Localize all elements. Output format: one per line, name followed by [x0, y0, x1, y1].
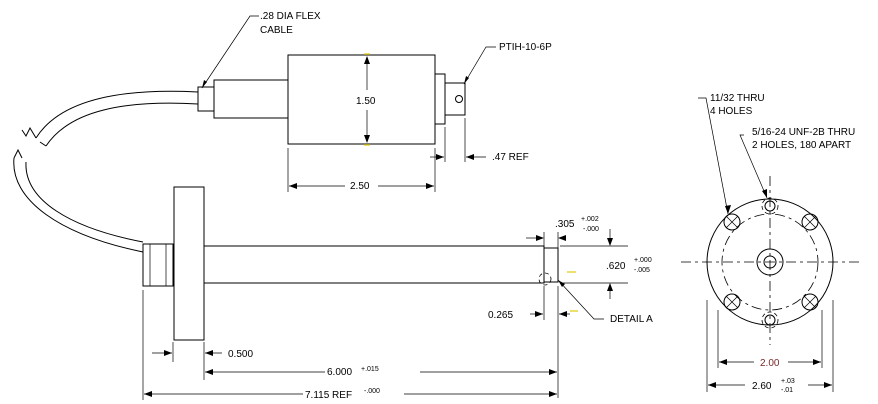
thru-hole: [723, 293, 741, 311]
housing-neck: [213, 79, 289, 119]
dim-305: .305 +.002 -.000: [526, 216, 599, 248]
tol-305-minus: -.000: [583, 226, 599, 233]
connector-label: PTIH-10-6P: [499, 42, 552, 53]
holes-callout-2: 5/16-24 UNF-2B THRU 2 HOLES, 180 APART: [739, 127, 855, 199]
flex-cable: [13, 90, 199, 253]
dim-260-label: 2.60: [752, 381, 772, 392]
dim-200: 2.00: [717, 310, 823, 369]
housing-assembly: [197, 53, 466, 146]
tol-260-plus: +.03: [781, 378, 795, 385]
tol-620-plus: +.000: [634, 257, 652, 264]
dim-2-50: 2.50: [287, 148, 436, 192]
cable-callout: .28 DIA FLEX CABLE: [201, 11, 321, 89]
holes-callout-1: 11/32 THRU 4 HOLES: [698, 93, 765, 215]
probe-flange: [173, 186, 205, 341]
dim-500-label: 0.500: [228, 349, 253, 360]
holes2b-label: 2 HOLES, 180 APART: [752, 140, 851, 151]
tol-305-plus: +.002: [581, 216, 599, 223]
dim-620-label: .620: [606, 261, 626, 272]
holes1-label: 11/32 THRU: [710, 93, 765, 104]
dim-7115: 7.115 REF -.000: [142, 290, 557, 401]
thru-hole: [723, 213, 741, 231]
dim-305-label: .305: [555, 219, 575, 230]
probe-assembly: [142, 186, 578, 341]
housing-body: [287, 54, 436, 145]
detail-a-callout: DETAIL A: [557, 279, 653, 325]
strain-relief: [197, 86, 215, 112]
tol-7115: -.000: [364, 388, 380, 395]
threaded-hole: [761, 197, 779, 215]
dim-1-50: 1.50: [356, 56, 376, 143]
dim-height-label: 1.50: [356, 96, 376, 107]
probe-fitting: [142, 243, 174, 287]
connector-flange: [434, 73, 446, 125]
cable-label-2: CABLE: [260, 25, 293, 36]
cable-label: .28 DIA FLEX: [260, 11, 321, 22]
center-bore-inner: [763, 255, 777, 269]
holes2-label: 5/16-24 UNF-2B THRU: [752, 127, 855, 138]
probe-tip: [543, 247, 559, 283]
flange-end-view: [681, 176, 860, 345]
dim-6000-label: 6.000: [327, 367, 352, 378]
thru-hole: [801, 213, 819, 231]
dim-265-label: 0.265: [488, 310, 513, 321]
thru-hole: [801, 293, 819, 311]
connector-callout: PTIH-10-6P: [463, 42, 552, 85]
tol-620-minus: -.005: [634, 267, 650, 274]
dim-ref-label: .47 REF: [492, 152, 529, 163]
connector-pin: [455, 95, 463, 103]
detail-label: DETAIL A: [610, 314, 653, 325]
dim-200-label: 2.00: [760, 358, 780, 369]
center-bore: [756, 248, 784, 276]
dim-7115-label: 7.115 REF: [305, 390, 352, 401]
tol-260-minus: -.01: [781, 387, 793, 394]
threaded-hole: [761, 311, 779, 329]
dim-500: 0.500: [152, 342, 253, 380]
dim-047: .47 REF: [430, 118, 529, 163]
dim-6000: 6.000 +.015: [205, 366, 557, 378]
detail-a-circle: [538, 272, 552, 286]
dim-265: 0.265: [488, 286, 570, 398]
probe-shaft: [203, 245, 545, 284]
dim-length-label: 2.50: [350, 181, 370, 192]
tol-6000: +.015: [361, 366, 379, 373]
holes1b-label: 4 HOLES: [710, 106, 753, 117]
dim-620: .620 +.000 -.005: [560, 229, 652, 299]
dim-260: 2.60 +.03 -.01: [706, 300, 834, 394]
